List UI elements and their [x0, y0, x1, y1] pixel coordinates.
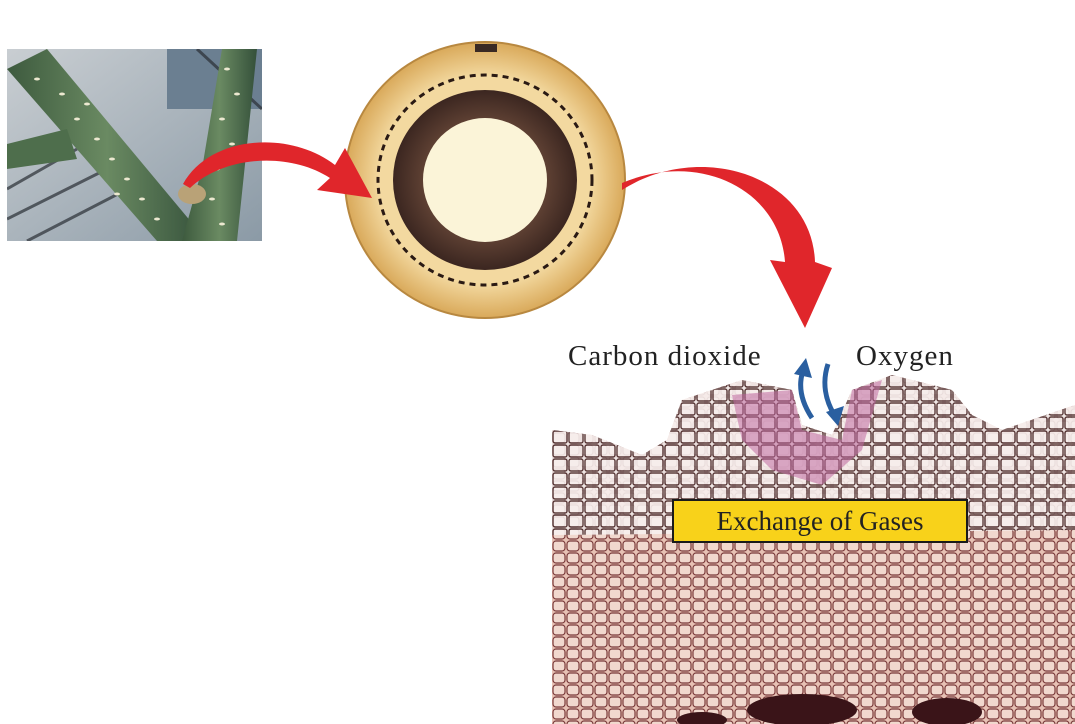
stem-cross-section [335, 10, 635, 360]
pointer-arrow-2 [622, 167, 832, 328]
exchange-of-gases-box: Exchange of Gases [672, 499, 968, 543]
carbon-dioxide-label: Carbon dioxide [568, 340, 762, 373]
oxygen-label: Oxygen [856, 340, 954, 373]
stem-photo-image [7, 49, 262, 241]
stem-photo [7, 49, 262, 241]
cross-section-image [335, 10, 635, 360]
